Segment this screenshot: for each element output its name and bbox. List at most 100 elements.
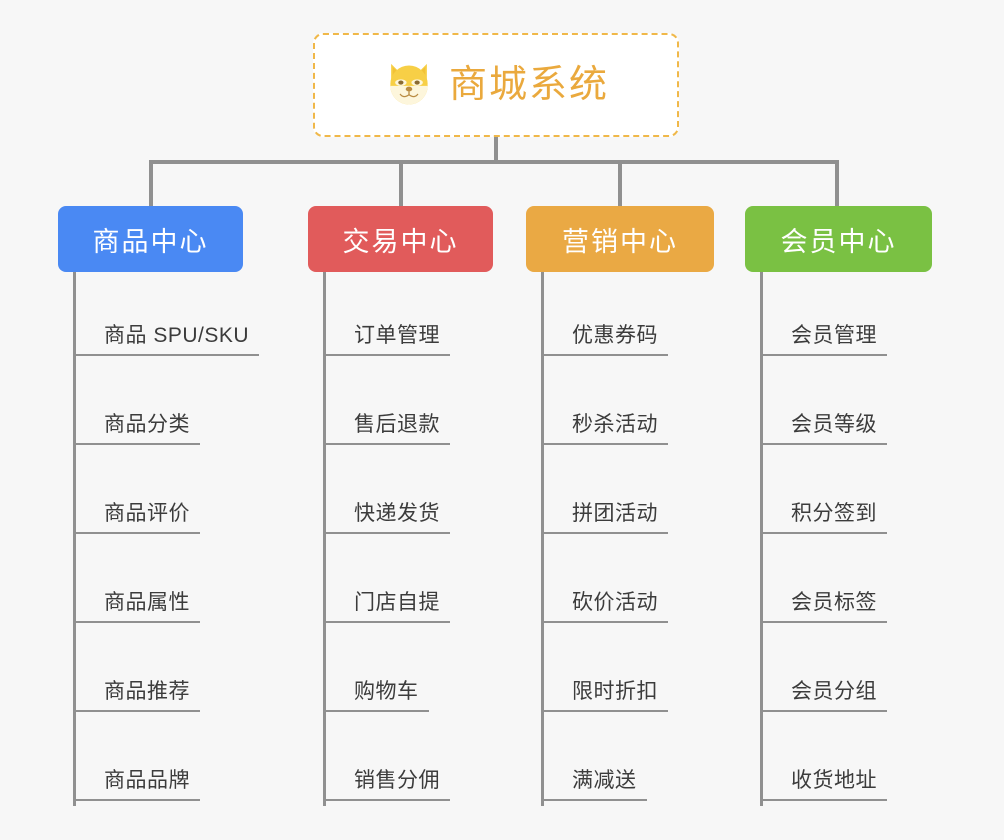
leaf-item[interactable]: 商品分类	[73, 361, 258, 450]
branch-drop-2	[399, 160, 403, 208]
shiba-dog-icon	[390, 63, 428, 105]
branch-column-2: 交易中心 订单管理售后退款快递发货门店自提购物车销售分佣	[308, 206, 493, 806]
branch-connector-horizontal	[149, 160, 839, 164]
root-title: 商城系统	[448, 64, 609, 106]
leaf-item-underline	[73, 532, 200, 534]
leaf-item[interactable]: 商品属性	[73, 539, 258, 628]
leaf-item-underline	[760, 799, 887, 801]
leaf-item-label: 商品推荐	[104, 680, 190, 703]
branch-spine-1	[73, 272, 76, 806]
leaf-item[interactable]: 限时折扣	[541, 628, 729, 717]
branch-drop-3	[618, 160, 622, 208]
branch-column-3: 营销中心 优惠券码秒杀活动拼团活动砍价活动限时折扣满减送	[526, 206, 714, 806]
leaf-item-underline	[760, 532, 887, 534]
leaf-item-underline	[323, 443, 450, 445]
leaf-item[interactable]: 商品评价	[73, 450, 258, 539]
leaf-item[interactable]: 销售分佣	[323, 717, 508, 806]
leaf-item-underline	[541, 443, 668, 445]
branch-drop-1	[149, 160, 153, 208]
leaf-item-underline	[73, 621, 200, 623]
leaf-item-label: 拼团活动	[572, 502, 658, 525]
leaf-item-label: 限时折扣	[572, 680, 658, 703]
leaf-item-underline	[323, 621, 450, 623]
leaf-item-underline	[323, 354, 450, 356]
leaf-item[interactable]: 会员管理	[760, 272, 947, 361]
leaf-item-label: 商品 SPU/SKU	[104, 324, 250, 347]
leaf-item-underline	[323, 710, 429, 712]
leaf-item[interactable]: 购物车	[323, 628, 508, 717]
leaf-item-underline	[73, 710, 200, 712]
leaf-item[interactable]: 积分签到	[760, 450, 947, 539]
leaf-item-underline	[541, 532, 668, 534]
branch-header-label: 会员中心	[780, 226, 897, 257]
leaf-item-underline	[73, 354, 260, 356]
leaf-item-label: 商品分类	[104, 413, 190, 436]
root-node[interactable]: 商城系统	[313, 33, 679, 137]
leaf-item-label: 快递发货	[354, 502, 440, 525]
leaf-item-underline	[760, 354, 887, 356]
leaf-item-underline	[541, 799, 647, 801]
branch-header-2[interactable]: 交易中心	[308, 206, 493, 272]
leaf-item-label: 购物车	[354, 680, 419, 703]
leaf-item-label: 砍价活动	[572, 591, 658, 614]
branch-spine-2	[323, 272, 326, 806]
leaf-item[interactable]: 商品推荐	[73, 628, 258, 717]
root-connector-vertical	[494, 137, 498, 163]
leaf-item-label: 收货地址	[791, 769, 877, 792]
leaf-list-4: 会员管理会员等级积分签到会员标签会员分组收货地址	[760, 272, 947, 806]
leaf-item-label: 满减送	[572, 769, 637, 792]
branch-drop-4	[835, 160, 839, 208]
leaf-item-label: 积分签到	[791, 502, 877, 525]
branch-header-4[interactable]: 会员中心	[745, 206, 932, 272]
leaf-item-label: 销售分佣	[354, 769, 440, 792]
leaf-item-label: 订单管理	[354, 324, 440, 347]
branch-header-label: 商品中心	[92, 226, 209, 257]
leaf-item-underline	[760, 443, 887, 445]
leaf-item-label: 商品品牌	[104, 769, 190, 792]
leaf-item-label: 会员标签	[791, 591, 877, 614]
leaf-item[interactable]: 订单管理	[323, 272, 508, 361]
leaf-item-underline	[73, 799, 200, 801]
leaf-item-underline	[760, 710, 887, 712]
branch-header-3[interactable]: 营销中心	[526, 206, 714, 272]
branch-header-label: 交易中心	[342, 226, 459, 257]
leaf-list-2: 订单管理售后退款快递发货门店自提购物车销售分佣	[323, 272, 508, 806]
leaf-item-label: 商品评价	[104, 502, 190, 525]
branch-spine-3	[541, 272, 544, 806]
leaf-item-underline	[323, 532, 450, 534]
leaf-item[interactable]: 满减送	[541, 717, 729, 806]
branch-column-4: 会员中心 会员管理会员等级积分签到会员标签会员分组收货地址	[745, 206, 932, 806]
leaf-item-underline	[541, 354, 668, 356]
leaf-item[interactable]: 砍价活动	[541, 539, 729, 628]
branch-spine-4	[760, 272, 763, 806]
leaf-item-underline	[323, 799, 450, 801]
leaf-item[interactable]: 优惠券码	[541, 272, 729, 361]
leaf-item[interactable]: 收货地址	[760, 717, 947, 806]
leaf-item[interactable]: 会员标签	[760, 539, 947, 628]
leaf-item[interactable]: 售后退款	[323, 361, 508, 450]
leaf-item-label: 会员等级	[791, 413, 877, 436]
branch-header-1[interactable]: 商品中心	[58, 206, 243, 272]
branch-header-label: 营销中心	[562, 226, 678, 257]
leaf-item[interactable]: 秒杀活动	[541, 361, 729, 450]
leaf-item[interactable]: 拼团活动	[541, 450, 729, 539]
leaf-item-underline	[541, 710, 668, 712]
leaf-item-label: 门店自提	[354, 591, 440, 614]
leaf-list-3: 优惠券码秒杀活动拼团活动砍价活动限时折扣满减送	[541, 272, 729, 806]
leaf-item-underline	[73, 443, 200, 445]
leaf-item[interactable]: 商品品牌	[73, 717, 258, 806]
leaf-item-label: 秒杀活动	[572, 413, 658, 436]
branch-column-1: 商品中心 商品 SPU/SKU 商品分类商品评价商品属性商品推荐商品品牌	[58, 206, 260, 806]
leaf-item[interactable]: 快递发货	[323, 450, 508, 539]
leaf-item-underline	[760, 621, 887, 623]
leaf-list-1: 商品 SPU/SKU 商品分类商品评价商品属性商品推荐商品品牌	[73, 272, 260, 806]
leaf-item[interactable]: 会员分组	[760, 628, 947, 717]
leaf-item[interactable]: 商品 SPU/SKU	[73, 272, 260, 361]
leaf-item-label: 商品属性	[104, 591, 190, 614]
leaf-item-label: 会员管理	[791, 324, 877, 347]
leaf-item-label: 会员分组	[791, 680, 877, 703]
leaf-item[interactable]: 会员等级	[760, 361, 947, 450]
leaf-item-underline	[541, 621, 668, 623]
leaf-item[interactable]: 门店自提	[323, 539, 508, 628]
